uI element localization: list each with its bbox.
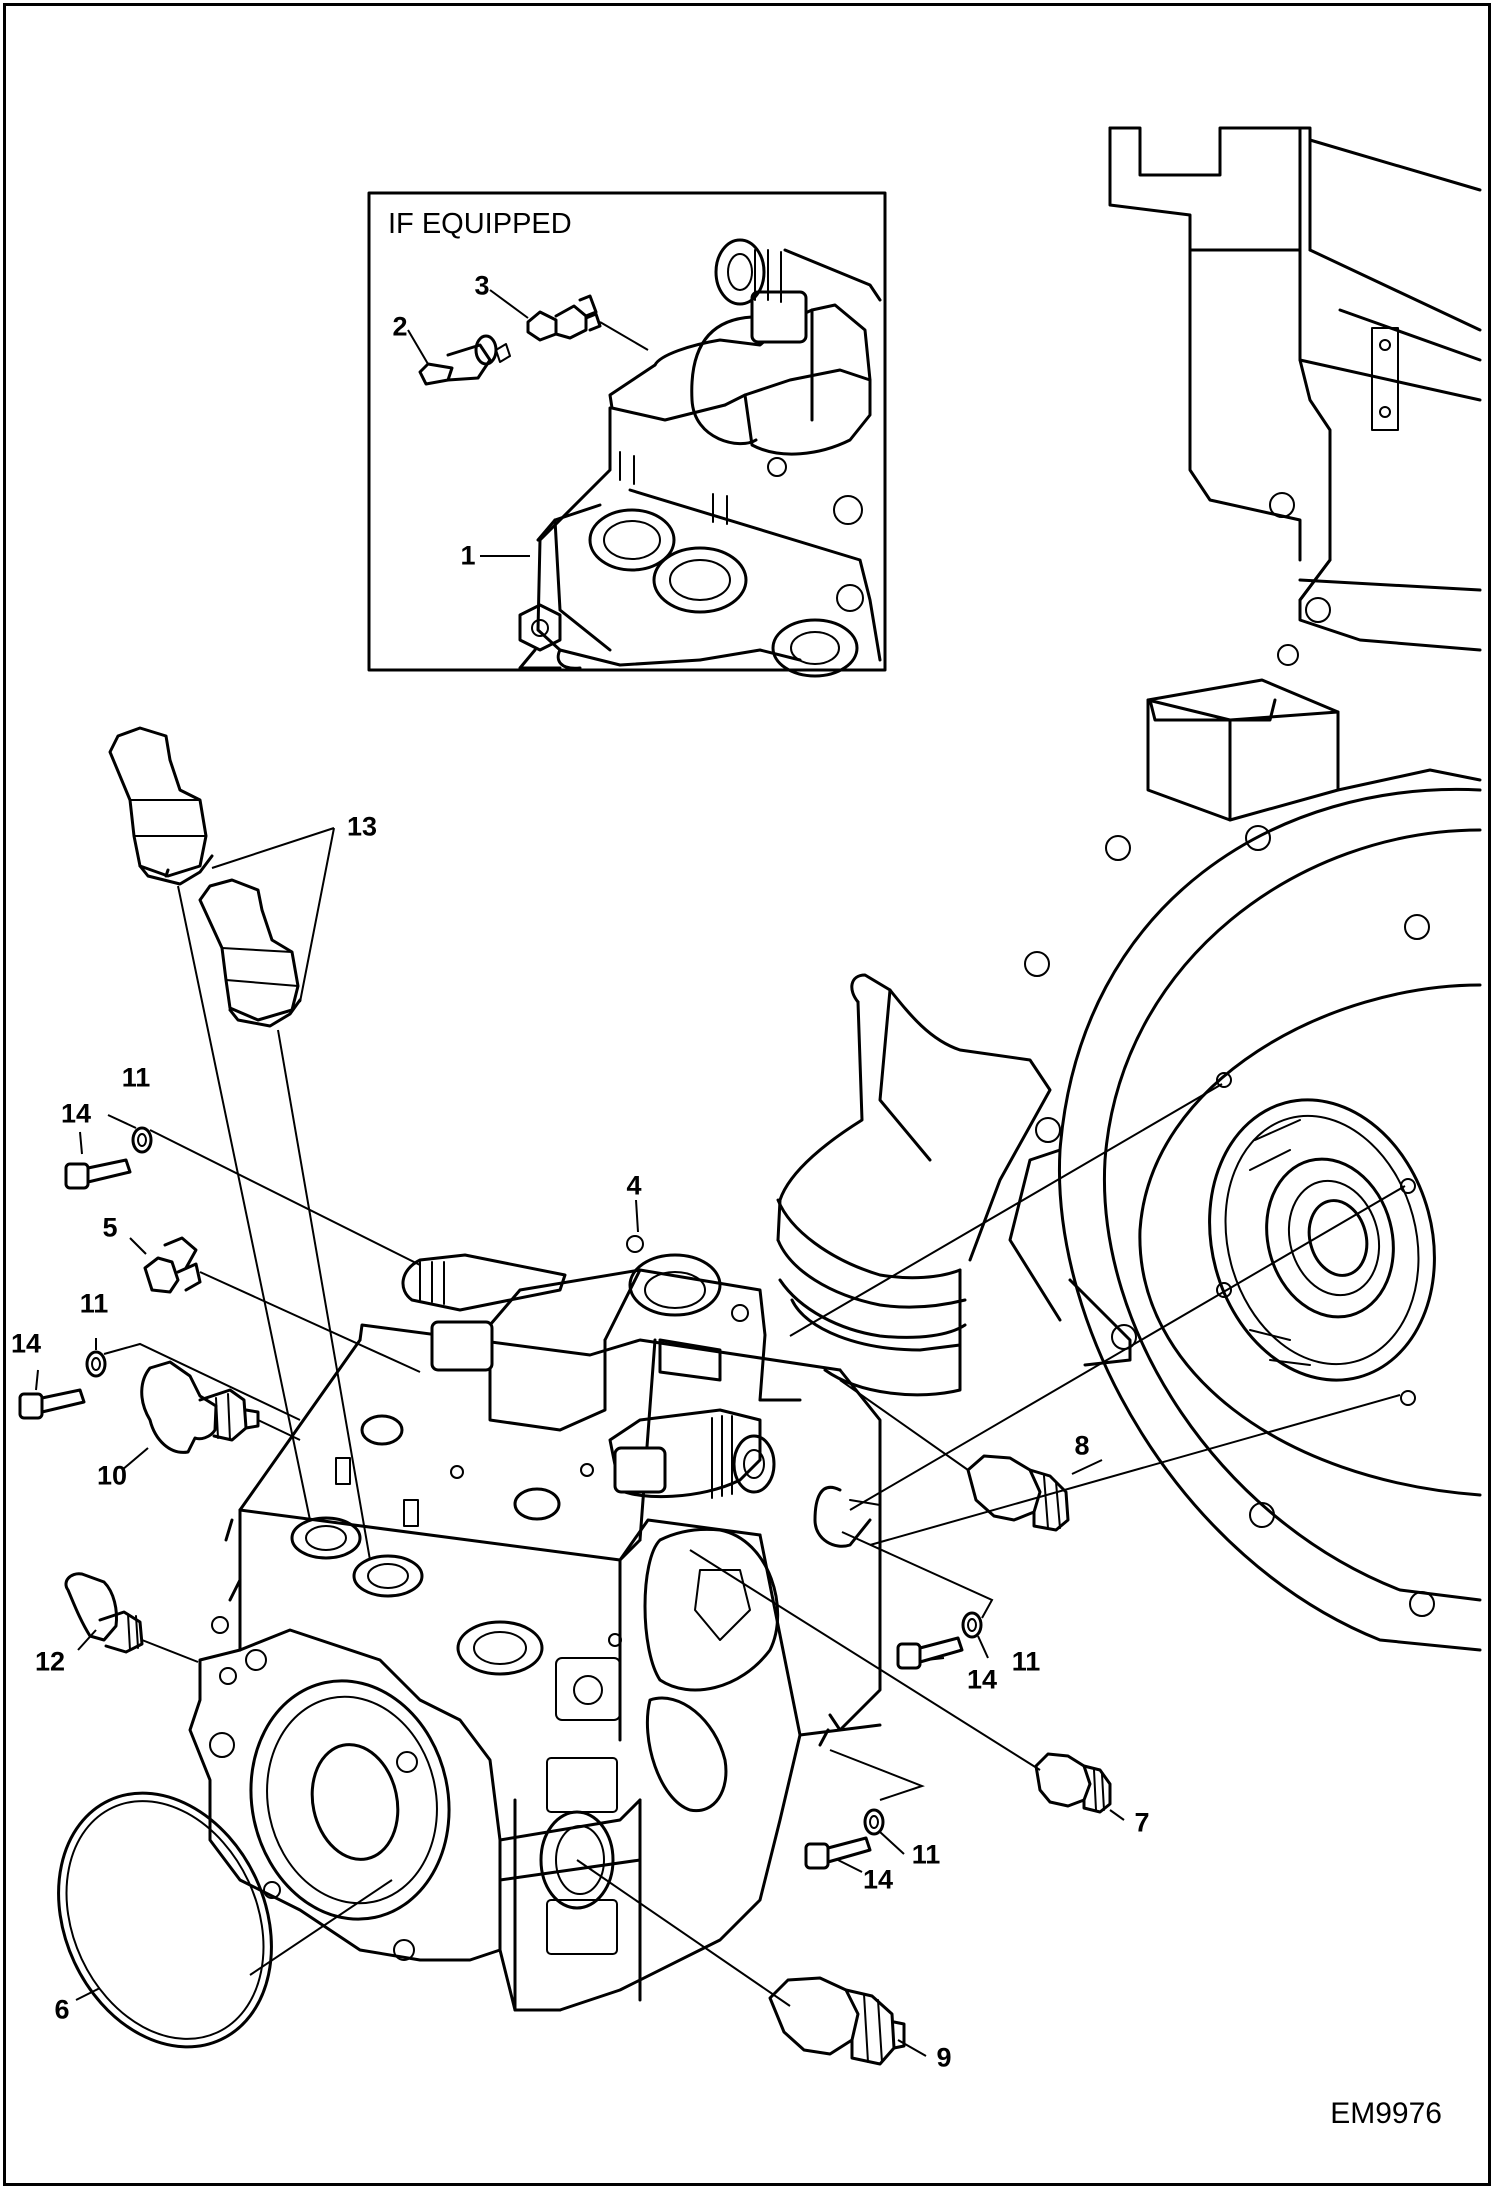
callout-14-right: 14 (966, 1664, 998, 1695)
elbow-fitting-part-10 (140, 1360, 260, 1454)
callout-8: 8 (1074, 1430, 1090, 1461)
callout-13: 13 (346, 811, 378, 842)
callout-6: 6 (54, 1994, 70, 2025)
callout-9: 9 (936, 2042, 952, 2073)
hydrostatic-pump (188, 1235, 882, 2012)
fitting-part-12 (64, 1572, 144, 1654)
mounting-bracket (776, 973, 1052, 1397)
elbow-fitting-part-5 (143, 1236, 202, 1294)
callout-14-lower-right: 14 (862, 1864, 894, 1895)
callout-11-lower-right: 11 (911, 1839, 941, 1870)
callout-11-lower-left: 11 (79, 1288, 109, 1319)
callout-4: 4 (626, 1170, 642, 1201)
washer-11-d (863, 1808, 885, 1836)
engine-mount (1146, 678, 1482, 822)
callout-2: 2 (392, 311, 408, 342)
washer-11-b (85, 1350, 107, 1378)
callout-14-lower-left: 14 (10, 1328, 42, 1359)
fitting-part-7 (1034, 1752, 1112, 1814)
callout-11-upper-left: 11 (121, 1062, 151, 1093)
figure-code: EM9976 (1330, 2097, 1442, 2130)
bolt-14-a (64, 1158, 132, 1190)
callout-3: 3 (474, 270, 490, 301)
callout-10: 10 (96, 1460, 128, 1491)
callout-12: 12 (34, 1646, 66, 1677)
drawing-border (3, 3, 1491, 2186)
fitting-part-9 (768, 1976, 906, 2066)
callout-5: 5 (102, 1212, 118, 1243)
callout-7: 7 (1134, 1807, 1150, 1838)
washer-11-a (131, 1126, 153, 1154)
fitting-13-b (198, 878, 302, 1028)
bolt-14-b (18, 1388, 86, 1420)
inset-box (367, 191, 887, 672)
flywheel (1138, 983, 1482, 1497)
inset-caption: IF EQUIPPED (388, 208, 572, 240)
fitting-part-8 (966, 1454, 1070, 1532)
callout-14-upper-left: 14 (60, 1098, 92, 1129)
pressure-switch-part-2 (418, 334, 511, 386)
inset-pump-detail (518, 238, 882, 678)
adapter-fitting-part-3 (526, 294, 602, 342)
callout-1: 1 (460, 540, 476, 571)
engine-block (1108, 126, 1482, 722)
flywheel-housing (1008, 787, 1482, 1652)
bolt-14-c (896, 1636, 964, 1670)
o-ring-part-6 (57, 1791, 273, 2049)
bolt-14-d (804, 1836, 872, 1870)
leader-lines (35, 289, 1406, 2057)
callout-11-right: 11 (1011, 1646, 1041, 1677)
fitting-13-a (108, 726, 214, 886)
washer-11-c (961, 1611, 983, 1639)
